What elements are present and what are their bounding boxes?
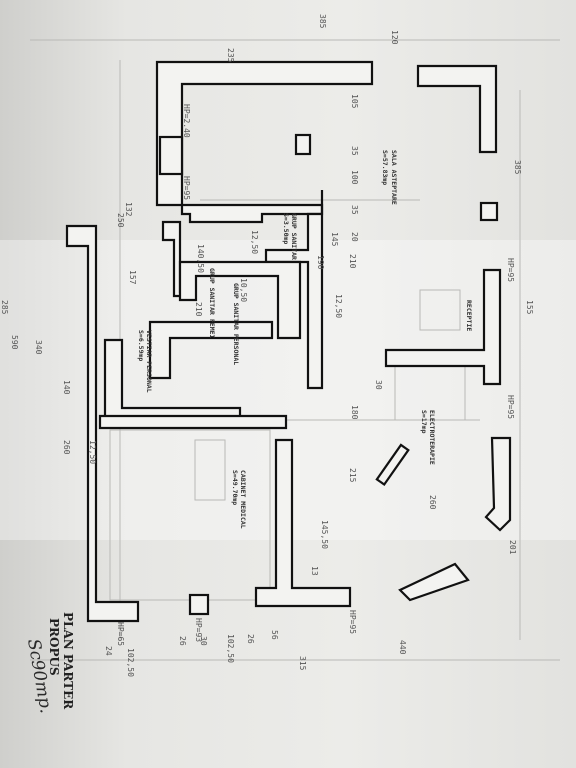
room-label: SALA ASTEPTARE [390, 150, 398, 205]
dimension-text: 56 [270, 630, 279, 640]
dimension-text: 145,50 [320, 520, 329, 549]
wall-partition [180, 203, 324, 224]
level-markers: HP=2.40 HP=95 HP=95 HP=95 HP=95 HP=65 HP… [116, 104, 515, 646]
dimension-text: 13 [310, 566, 319, 576]
level-text: HP=93 [194, 618, 203, 642]
dimension-text: 140,50 [196, 244, 205, 273]
column-diagonal [375, 443, 410, 487]
dimension-text: 26 [246, 634, 255, 644]
dimension-text: 105 [350, 94, 359, 109]
column [158, 135, 184, 176]
dimension-text: 102,50 [226, 634, 235, 663]
dimension-text: 315 [298, 656, 307, 671]
room-labels: SALA ASTEPTARE S=57.83mp RECEPTIE CABINE… [137, 150, 473, 529]
wall-vestiar [103, 338, 242, 426]
dimension-text: 201 [508, 540, 517, 555]
dimension-text: 20 [350, 232, 359, 242]
dimension-text: 155 [525, 300, 534, 315]
dimension-text: 180 [350, 405, 359, 420]
dimension-text: 145 [330, 232, 339, 247]
plan-subtitle: PROPUS [47, 618, 61, 676]
dimension-text: 340 [34, 340, 43, 355]
level-text: HP=95 [182, 176, 191, 200]
dimension-text: 120 [390, 30, 399, 45]
wall-left-outer [65, 224, 140, 623]
room-label: RECEPTIE [465, 300, 473, 331]
wall-right-horizontal [384, 268, 502, 386]
dimension-text: 285 [0, 300, 9, 315]
room-area: S=17mp [420, 410, 428, 434]
wall-top-right [416, 64, 498, 154]
room-label: GRUP SANITAR [290, 213, 298, 260]
room-area: S=49.70mp [231, 470, 239, 505]
dimension-text: 210 [194, 302, 203, 317]
dimension-text: 250 [116, 213, 125, 228]
dimension-text: 30 [199, 636, 208, 646]
room-label: GRUP SANITAR PERSONAL [232, 283, 240, 365]
room-label: VESTIAR PERSONAL [145, 330, 153, 393]
dimension-text: 590 [10, 335, 19, 350]
column [479, 201, 499, 222]
dimension-text: 210 [348, 254, 357, 269]
dimension-text: 157 [128, 270, 137, 285]
dimension-text: 12,50 [250, 230, 259, 254]
dimension-text: 35 [350, 205, 359, 215]
dimension-text: 24 [104, 646, 113, 656]
room-label: CABINET MEDICAL [239, 470, 247, 529]
dimension-text: 215 [348, 468, 357, 483]
title-block: PLAN PARTER PROPUS Sc90mp. [23, 612, 75, 715]
walls [65, 60, 512, 623]
wall-bottom-right [398, 562, 470, 602]
dimension-text: 385 [513, 160, 522, 175]
plan-title: PLAN PARTER [61, 612, 75, 710]
dimension-text: 235 [226, 48, 235, 63]
level-text: HP=95 [506, 395, 515, 419]
room-label: GRUP SANITAR FEMEI [208, 268, 216, 339]
dimension-text: 385 [318, 14, 327, 29]
dimension-text: 260 [428, 495, 437, 510]
wall-wc-inner [178, 260, 302, 340]
dimension-text: 26 [178, 636, 187, 646]
wall-middle-horizontal [98, 414, 288, 430]
wall-corridor [148, 320, 274, 380]
level-text: HP=2.40 [182, 104, 191, 138]
dimension-text: 140 [62, 380, 71, 395]
dimension-text: 440 [398, 640, 407, 655]
room-area: S=6.59mp [137, 330, 145, 361]
dimension-text: 102,50 [126, 648, 135, 677]
dimension-text: 260 [62, 440, 71, 455]
room-area: S=57.83mp [381, 150, 389, 185]
level-text: HP=95 [506, 258, 515, 282]
dimension-text: 190 [316, 255, 325, 270]
wall-central-vertical [264, 190, 324, 390]
column [188, 593, 210, 616]
wall-right-angled [484, 436, 512, 532]
dimension-text: 100 [350, 170, 359, 185]
dimension-text: 12,50 [334, 294, 343, 318]
column [294, 133, 312, 156]
dimension-text: 30 [374, 380, 383, 390]
wall-top-left [155, 60, 374, 207]
dimension-labels: 385 235 120 35 100 35 20 155 145 210 12,… [0, 14, 534, 677]
level-text: HP=95 [348, 610, 357, 634]
dimension-text: 35 [350, 146, 359, 156]
wall-bottom-middle [254, 438, 352, 608]
room-area: S=3.50mp [282, 213, 290, 244]
dimension-text: 12,50 [88, 440, 97, 464]
dimension-text: 132 [124, 202, 133, 217]
dimension-text: 10,50 [239, 278, 248, 302]
room-label: ELECTROTERAPIE [428, 410, 436, 465]
level-text: HP=65 [116, 622, 125, 646]
